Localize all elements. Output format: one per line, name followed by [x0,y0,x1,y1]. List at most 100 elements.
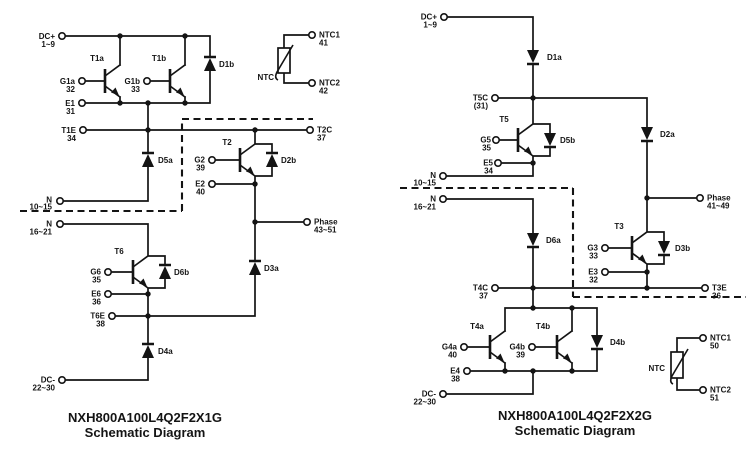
terminal-dc-minus [57,375,66,384]
pin-g4b: 39 [516,351,525,360]
pin-n-upper: 10~15 [30,203,53,212]
terminal-e1 [78,99,87,108]
pin-g5: 35 [482,144,491,153]
right-terminal-labels: DC+ 1~9 T5C (31) G5 35 E5 34 N 10~15 N 1… [414,13,732,407]
diode-D5b-triangle [544,133,556,146]
label-dc-minus: DC- [41,376,56,385]
igbt-T4a-emitter-arrow [496,353,504,362]
label-d5a-device: D5a [158,156,173,165]
label-d4a-device: D4a [158,347,173,356]
diode-D6b-triangle [159,266,171,279]
pin-g1a: 32 [66,85,75,94]
right-wires [445,16,703,395]
terminal-n-lower [438,195,447,204]
terminal-e4 [462,366,471,375]
label-g2: G2 [194,156,205,165]
diode-D2b-triangle [266,154,278,167]
pin-n-lower: 16~21 [30,228,53,237]
label-ntc2: NTC2 [319,79,340,88]
label-d3b-device: D3b [675,244,690,253]
pin-phase: 43~51 [314,226,337,235]
label-ntc1: NTC1 [319,31,340,40]
label-d2a-device: D2a [660,130,675,139]
terminal-n-lower [55,220,64,229]
pin-dc-minus: 22~30 [414,398,437,407]
label-t4a-device: T4a [470,322,484,331]
label-t3-device: T3 [614,222,624,231]
left-isolation-boundary-dashed [20,117,313,213]
terminal-t6e [108,311,117,320]
terminal-e2 [208,180,217,189]
pin-t4c: 37 [479,292,488,301]
terminal-n-upper [438,172,447,181]
pin-e2: 40 [196,188,205,197]
pin-n-lower: 16~21 [414,203,437,212]
label-t2c: T2C [317,126,332,135]
label-g6: G6 [90,268,101,277]
terminal-t2c [305,126,314,135]
igbt-T5-emitter-arrow [524,146,532,155]
pin-dc-plus: 1~9 [41,40,55,49]
terminal-ntc2 [698,385,707,394]
left-title-part-number: NXH800A100L4Q2F2X1G [68,410,222,425]
igbt-T2-emitter-arrow [246,166,254,175]
right-junction-dots [502,95,650,374]
label-d6b-device: D6b [174,268,189,277]
pin-ntc1: 50 [710,342,719,351]
label-dc-minus: DC- [422,390,437,399]
diode-D3a-triangle [249,262,261,275]
pin-ntc2: 51 [710,394,719,403]
label-g1b: G1b [124,77,140,86]
pin-g3: 33 [589,252,598,261]
diode-D3b-triangle [658,241,670,254]
pin-ntc2: 42 [319,87,328,96]
label-phase: Phase [314,218,338,227]
left-title-caption: Schematic Diagram [85,425,206,440]
label-g1a: G1a [60,77,76,86]
label-t1e: T1E [61,126,76,135]
label-d5b-device: D5b [560,136,575,145]
igbt-T1b-emitter-arrow [176,87,184,96]
label-d3a-device: D3a [264,264,279,273]
terminal-phase [302,218,311,227]
left-junction-dots [117,33,258,319]
label-t3e: T3E [712,284,727,293]
terminal-e3 [600,267,609,276]
ntc-thermistor-stroke [669,348,689,385]
label-ntc2: NTC2 [710,386,731,395]
left-gate-and-diode-bars [103,55,278,346]
pin-t6e: 38 [96,320,105,329]
terminal-g6 [104,267,113,276]
terminal-g3 [600,244,609,253]
pin-dc-plus: 1~9 [423,21,437,30]
terminal-e5 [493,159,502,168]
label-ntc-device: NTC [258,73,275,82]
terminal-ntc1 [307,30,316,39]
pin-phase: 41~49 [707,202,730,211]
pin-g1b: 33 [131,85,140,94]
label-ntc1: NTC1 [710,334,731,343]
terminal-g2 [208,156,217,165]
label-g3: G3 [587,244,598,253]
diode-D1b-triangle [204,58,216,71]
diode-D4b-triangle [591,335,603,348]
right-device-labels: D1a T5 D5b D2a D6a T3 D3b T4a T4b D4b NT… [470,53,690,373]
pin-t5c: (31) [474,102,489,111]
label-d4b-device: D4b [610,338,625,347]
label-t6-device: T6 [114,247,124,256]
terminal-dc-plus [57,31,66,40]
label-t2-device: T2 [222,138,232,147]
label-t4b-device: T4b [536,322,550,331]
terminal-dc-plus [439,13,448,22]
diode-D2a-triangle [641,127,653,140]
pin-e1: 31 [66,107,75,116]
label-phase: Phase [707,194,731,203]
label-n-upper: N [46,196,52,205]
igbt-T6-emitter-arrow [139,278,147,287]
label-g4a: G4a [442,343,458,352]
right-gate-and-diode-bars [488,62,670,359]
label-d1b-device: D1b [219,60,234,69]
diode-D1a-triangle [527,50,539,63]
